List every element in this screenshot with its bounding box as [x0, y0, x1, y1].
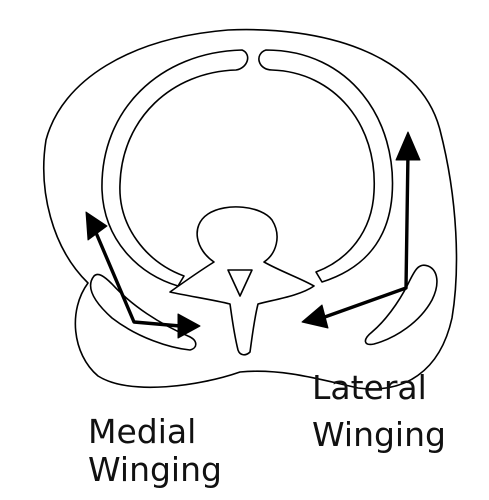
spinal-canal [227, 269, 253, 297]
left-scapula [89, 273, 197, 351]
lateral-label-line2: Winging [312, 415, 446, 454]
vertebra [169, 206, 315, 356]
medial-arrowhead-right [177, 313, 201, 339]
right-scapula [364, 264, 438, 346]
right-rib [258, 49, 394, 283]
lateral-label-line1: Lateral [312, 368, 427, 407]
lateral-arrowhead-left [301, 304, 329, 329]
lateral-winging-arrow [320, 150, 410, 320]
left-rib [101, 49, 249, 287]
lateral-arrowhead-up [395, 131, 421, 161]
medial-arrowhead-up [85, 211, 108, 241]
medial-label-line1: Medial [88, 412, 196, 451]
medial-winging-arrow [92, 226, 182, 328]
medial-label-line2: Winging [88, 450, 222, 489]
body-outline [43, 28, 458, 390]
